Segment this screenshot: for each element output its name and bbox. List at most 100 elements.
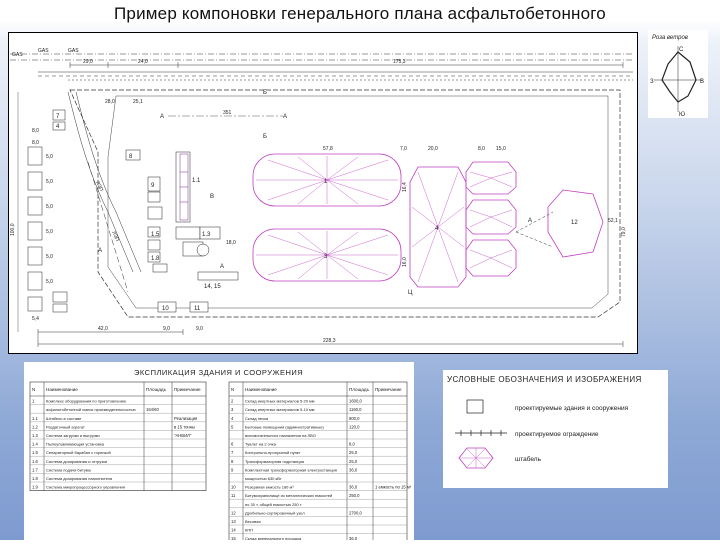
section-ts: Ц [408, 290, 413, 296]
expl-left-table-cell: 1.5 [32, 450, 38, 455]
dim-16-0: 16,0 [402, 257, 408, 267]
expl-right-table-cell: 25,0 [349, 459, 358, 464]
bldg-9: 9 [151, 183, 155, 189]
section-b-top: Б [263, 90, 267, 96]
left-small-buildings [27, 109, 68, 313]
expl-left-table-cell: 1.3 [32, 433, 38, 438]
expl-left-table-cell: Система подачи битума [46, 467, 92, 472]
expl-right-table-cell: 13 [231, 519, 236, 524]
stockpile-12 [547, 189, 604, 258]
expl-left-table-cell: 1.2 [32, 424, 38, 429]
expl-left-table-cell: Раздаточный агрегат [46, 424, 85, 429]
left-dim-8: 5,0 [46, 279, 53, 285]
expl-right-table-cell: мощностью 630 кВт [245, 476, 282, 481]
gas-label-3: GAS [68, 48, 79, 54]
conveyor-line [515, 211, 554, 233]
expl-right-table-cell: 8 [231, 459, 234, 464]
expl-left-table-cell: 1.1 [32, 416, 38, 421]
expl-right-table-cell: 6 [231, 442, 234, 447]
stockpile-6 [465, 199, 517, 235]
left-dimension-column: 100,0 [10, 92, 19, 332]
stockpile-label-12: 12 [571, 220, 578, 226]
expl-right-table-cell: 1600,0 [349, 399, 362, 404]
expl-left-table-cell: 1.8 [32, 476, 38, 481]
expl-left-table-cell: Система дозирования наполнителя [46, 476, 112, 481]
expl-right-table-cell: 1 емкость по 15 м³ [375, 485, 412, 490]
expl-right-table-cell: Склад песка [245, 416, 269, 421]
rose-dir-w: З [650, 79, 654, 85]
slide-title: Пример компоновки генерального плана асф… [114, 4, 606, 23]
expl-right-table-cell: КПП [245, 528, 253, 533]
left-dim-labels: 8,0 8,0 5,0 5,0 5,0 5,0 5,0 5,0 5,4 [32, 128, 53, 322]
right-dim-20: 20,0 [428, 146, 438, 152]
mid-dim-2: 25,1 [133, 99, 143, 105]
bottom-dim-42: 42,0 [98, 326, 108, 332]
stockpile-label-1: 1 [324, 179, 328, 185]
expl-right-table-cell: 36,0 [349, 467, 358, 472]
section-a-5: А [528, 218, 532, 224]
expl-right-table-cell: 36,0 [349, 485, 358, 490]
stockpile-label-4: 4 [435, 226, 439, 232]
site-inner-road [107, 95, 609, 309]
expl-right-table-cell: 4 [231, 416, 234, 421]
bldg-14-15: 14, 15 [204, 284, 221, 290]
expl-left-table-cell: Система загрузки и выгрузки [46, 433, 100, 438]
expl-right-table-header-cell: Наименование [245, 387, 277, 392]
vert-dim-100: 100,0 [10, 223, 16, 236]
expl-right-table-cell: Дробильно-сортировочный узел [245, 510, 305, 515]
right-dim-7: 7,0 [400, 146, 407, 152]
wind-rose-shape [661, 51, 697, 103]
stockpile-label-3: 3 [324, 254, 328, 260]
top-dim-3: 175,3 [393, 59, 406, 65]
expl-right-table-cell: Резервная емкость 180 м³ [245, 485, 294, 490]
expl-right-table-cell: Битумохранилище из металлических емкосте… [245, 493, 332, 498]
section-a-1: А [160, 114, 164, 120]
dim-18: 18,0 [226, 240, 236, 246]
conveyor-line-2 [515, 231, 554, 248]
right-dim-52: 52,1 [608, 218, 618, 224]
expl-left-table-header-cell: N [32, 387, 35, 392]
expl-right-table-cell: Трансформаторная подстанция [245, 459, 304, 464]
expl-right-table-cell: 36,0 [349, 536, 358, 540]
expl-right-table-cell: Комплектная трансформаторная электростан… [245, 467, 337, 472]
expl-left-table-cell: Система дозирования и отгрузки [46, 459, 107, 464]
expl-right-table-frame [228, 381, 408, 545]
section-a-3: А [98, 248, 102, 254]
expl-left-table-header-cell: Площадь [146, 387, 167, 392]
stockpile-5 [465, 161, 517, 195]
legend-title: УСЛОВНЫЕ ОБОЗНАЧЕНИЯ И ИЗОБРАЖЕНИЯ [447, 375, 642, 384]
expl-right-table-cell: 14 [231, 528, 236, 533]
expl-left-table-cell: 1.4 [32, 442, 38, 447]
left-dim-4: 5,0 [46, 179, 53, 185]
section-a-2: А [283, 114, 287, 120]
bldg-8: 8 [129, 154, 133, 160]
legend-label-building: проектируемые здания и сооружения [515, 405, 629, 412]
expl-right-table-cell: Бытовые помещения (административные) [245, 424, 324, 429]
plan-border [8, 32, 638, 354]
legend-symbol-stockpile [458, 447, 494, 469]
expl-right-table-cell: 8,0 [349, 442, 355, 447]
expl-right-table-cell: 9 [231, 467, 234, 472]
expl-left-table-cell: асфальтобетонной смеси производительност… [46, 407, 136, 412]
legend-svg: УСЛОВНЫЕ ОБОЗНАЧЕНИЯ И ИЗОБРАЖЕНИЯ проек… [447, 375, 642, 469]
expl-right-table-cell: Контрольно-пропускной пункт [245, 450, 301, 455]
left-dim-7: 5,0 [46, 254, 53, 260]
stockpile-rays [256, 156, 513, 283]
legend-label-fence: проектируемое ограждение [515, 431, 599, 438]
utility-lines [10, 53, 633, 81]
wind-rose-title: Роза ветров [652, 35, 688, 41]
expl-right-table-header-cell: N [231, 387, 234, 392]
right-dim-15: 15,0 [496, 146, 506, 152]
bldg-1-1: 1.1 [192, 178, 201, 184]
expl-right-table-cell: 1160,0 [349, 407, 362, 412]
bldg-10: 10 [162, 306, 169, 312]
bldg-11: 11 [194, 306, 201, 312]
legend-symbol-fence [455, 430, 507, 436]
bldg-4: 4 [56, 124, 60, 130]
expl-right-table-cell: вспомогательного назначения на ЛВО [245, 433, 316, 438]
expl-right-table-cell: 10 [231, 485, 236, 490]
road-label-2: ЛЭП [110, 230, 120, 242]
expl-left-table-cell: Система микропроцессорного управления [46, 485, 125, 490]
expl-left-table-cell: "АНВИЛ" [174, 433, 192, 438]
expl-right-table-cell: 120,0 [349, 424, 360, 429]
